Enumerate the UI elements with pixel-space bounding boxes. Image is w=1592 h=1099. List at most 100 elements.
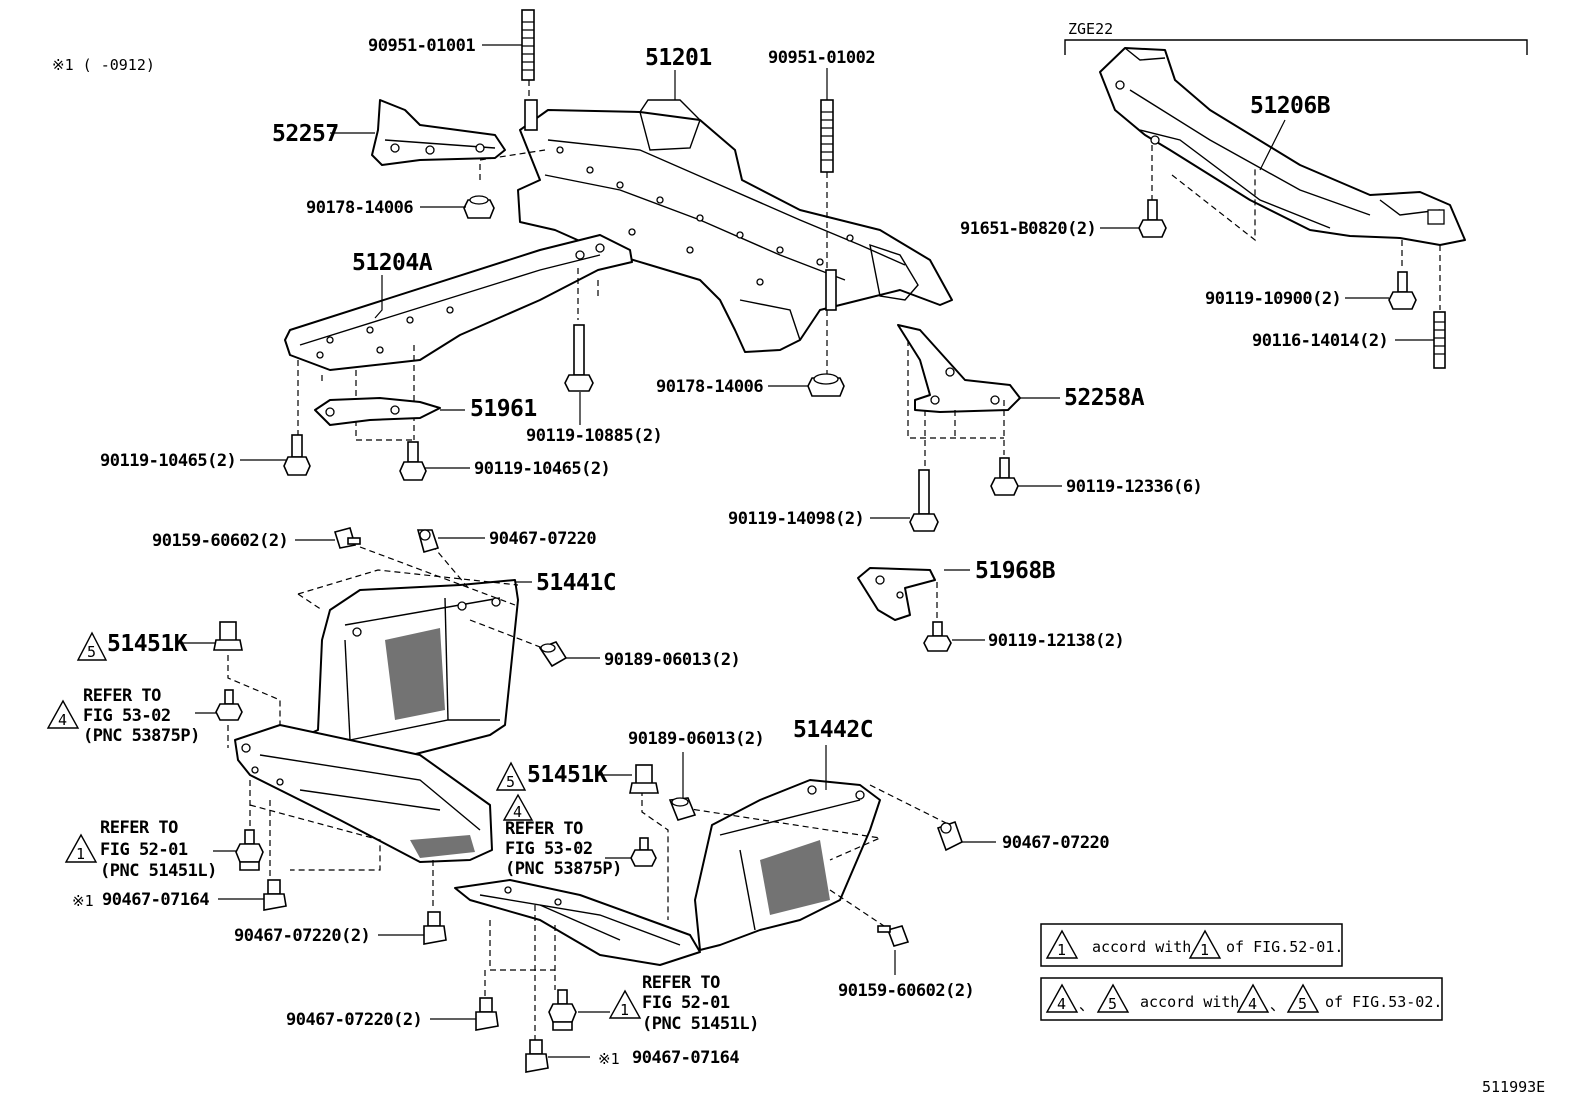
engine-under-cover-51441c: [234, 579, 519, 863]
front-crossmember-51201: [517, 99, 953, 353]
svg-text:(PNC 53875P): (PNC 53875P): [505, 859, 622, 879]
svg-text:5: 5: [506, 773, 515, 791]
support-51204a: [284, 234, 633, 371]
bolt-ref-53875p-right: [630, 837, 657, 867]
callout-90467-07220-b: 90467-07220: [1002, 833, 1109, 853]
svg-text:of FIG.52-01.: of FIG.52-01.: [1226, 938, 1343, 956]
callout-90159-60602-a: 90159-60602(2): [152, 531, 288, 551]
bolt-90119-14098: [909, 469, 939, 532]
callout-51961: 51961: [470, 396, 537, 422]
callout-asterisk-b: ※1: [598, 1050, 620, 1068]
callout-asterisk-a: ※1: [72, 892, 94, 910]
callout-90119-12336: 90119-12336(6): [1066, 477, 1202, 497]
bracket-51968b: [857, 567, 936, 621]
bolt-90119-12138: [923, 621, 952, 652]
svg-text:REFER TO: REFER TO: [83, 686, 161, 706]
plate-51961: [314, 397, 441, 426]
callout-51451k-b: 51451K: [527, 762, 608, 788]
bolt-ref-51451l-right: [548, 989, 577, 1031]
legend-box-fig-52-01: 1 accord with 1 of FIG.52-01.: [1040, 923, 1343, 967]
bolt-90159-60602-bottom: [877, 925, 910, 947]
stud-90116-14014: [1433, 311, 1446, 369]
variant-label: ZGE22: [1068, 20, 1113, 38]
callout-90119-12138: 90119-12138(2): [988, 631, 1124, 651]
svg-text:4: 4: [1248, 995, 1257, 1013]
callout-51968b: 51968B: [975, 558, 1056, 584]
legend-box-fig-53-02: 4 、 5 accord with 4 、 5 of FIG.53-02.: [1040, 977, 1443, 1021]
callout-90116-14014: 90116-14014(2): [1252, 331, 1388, 351]
bolt-ref-53875p-left: [215, 689, 243, 721]
zge22-bracket: ZGE22: [1064, 20, 1528, 55]
header-note: ※1 ( -0912): [52, 56, 155, 74]
callout-90159-60602-b: 90159-60602(2): [838, 981, 974, 1001]
callout-51206b: 51206B: [1250, 93, 1331, 119]
callout-51204a: 51204A: [352, 250, 433, 276]
svg-text:1: 1: [76, 845, 85, 863]
svg-text:5: 5: [1298, 995, 1307, 1013]
callout-52257: 52257: [272, 121, 339, 147]
svg-text:REFER TO: REFER TO: [100, 818, 178, 838]
nut-90178-14006-right: [807, 373, 845, 397]
refer-note-53875p-right: REFER TO FIG 53-02 (PNC 53875P): [505, 819, 622, 879]
svg-text:FIG 53-02: FIG 53-02: [83, 706, 171, 726]
clip-90467-07164-left: [263, 879, 287, 911]
triangle-mark-5-left: 5: [76, 631, 108, 661]
callout-90467-07220-a: 90467-07220: [489, 529, 596, 549]
callout-52258a: 52258A: [1064, 385, 1145, 411]
callout-90951-01001: 90951-01001: [368, 36, 475, 56]
refer-note-51451l-right: REFER TO FIG 52-01 (PNC 51451L): [642, 973, 759, 1034]
callout-90119-10900: 90119-10900(2): [1205, 289, 1341, 309]
svg-text:(PNC 51451L): (PNC 51451L): [642, 1014, 759, 1034]
callout-51442c: 51442C: [793, 717, 873, 743]
bolt-91651-b0820: [1138, 199, 1167, 238]
svg-text:5: 5: [1108, 995, 1117, 1013]
svg-text:(PNC 51451L): (PNC 51451L): [100, 861, 217, 881]
svg-text:FIG 53-02: FIG 53-02: [505, 839, 593, 859]
callout-90119-10465-a: 90119-10465(2): [100, 451, 236, 471]
svg-text:4: 4: [1057, 995, 1066, 1013]
callout-90178-14006-a: 90178-14006: [306, 198, 413, 218]
callout-90467-07220-c: 90467-07220(2): [234, 926, 370, 946]
svg-text:1: 1: [620, 1001, 629, 1019]
stud-90951-01001: [521, 9, 535, 81]
svg-text:REFER TO: REFER TO: [642, 973, 720, 993]
callout-90467-07164-b: 90467-07164: [632, 1048, 739, 1068]
callout-51441c: 51441C: [536, 570, 616, 596]
svg-text:of FIG.53-02.: of FIG.53-02.: [1325, 993, 1442, 1011]
triangle-mark-5-right: 5: [495, 761, 527, 791]
svg-text:、: 、: [1270, 996, 1285, 1014]
callout-90119-10885: 90119-10885(2): [526, 426, 662, 446]
callout-90467-07164-a: 90467-07164: [102, 890, 209, 910]
svg-text:4: 4: [58, 711, 67, 729]
svg-text:、: 、: [1079, 996, 1094, 1014]
callout-90178-14006-b: 90178-14006: [656, 377, 763, 397]
bolt-ref-51451l-left: [235, 829, 264, 871]
clip-90467-07220-top: [416, 529, 440, 553]
svg-text:1: 1: [1057, 941, 1066, 959]
clip-90467-07220-bottom: [475, 997, 499, 1031]
callout-90189-06013-a: 90189-06013(2): [604, 650, 740, 670]
bolt-90119-10465-right: [399, 441, 427, 481]
svg-text:REFER TO: REFER TO: [505, 819, 583, 839]
callout-90119-14098: 90119-14098(2): [728, 509, 864, 529]
triangle-mark-1-right: 1: [608, 989, 642, 1019]
figure-id: 511993E: [1482, 1078, 1545, 1096]
svg-text:accord with: accord with: [1092, 938, 1191, 956]
clip-51451k-left: [213, 621, 243, 651]
bolt-90119-10465-left: [283, 434, 311, 476]
callout-91651-b0820: 91651-B0820(2): [960, 219, 1096, 239]
svg-text:5: 5: [87, 643, 96, 661]
bolt-90119-10885: [564, 324, 594, 392]
svg-text:4: 4: [513, 803, 522, 821]
leader-lines: [180, 44, 1434, 1058]
nut-90178-14006-left: [463, 195, 495, 219]
engine-under-cover-51442c: [454, 779, 881, 966]
svg-text:FIG 52-01: FIG 52-01: [100, 840, 188, 860]
callout-51451k-a: 51451K: [107, 631, 188, 657]
bracket-52258a: [897, 324, 1021, 413]
clip-90467-07220-left: [423, 911, 447, 945]
nut-90189-06013-left: [538, 641, 568, 668]
bolt-90159-60602-top: [333, 527, 361, 549]
stud-90951-01002: [820, 99, 834, 173]
